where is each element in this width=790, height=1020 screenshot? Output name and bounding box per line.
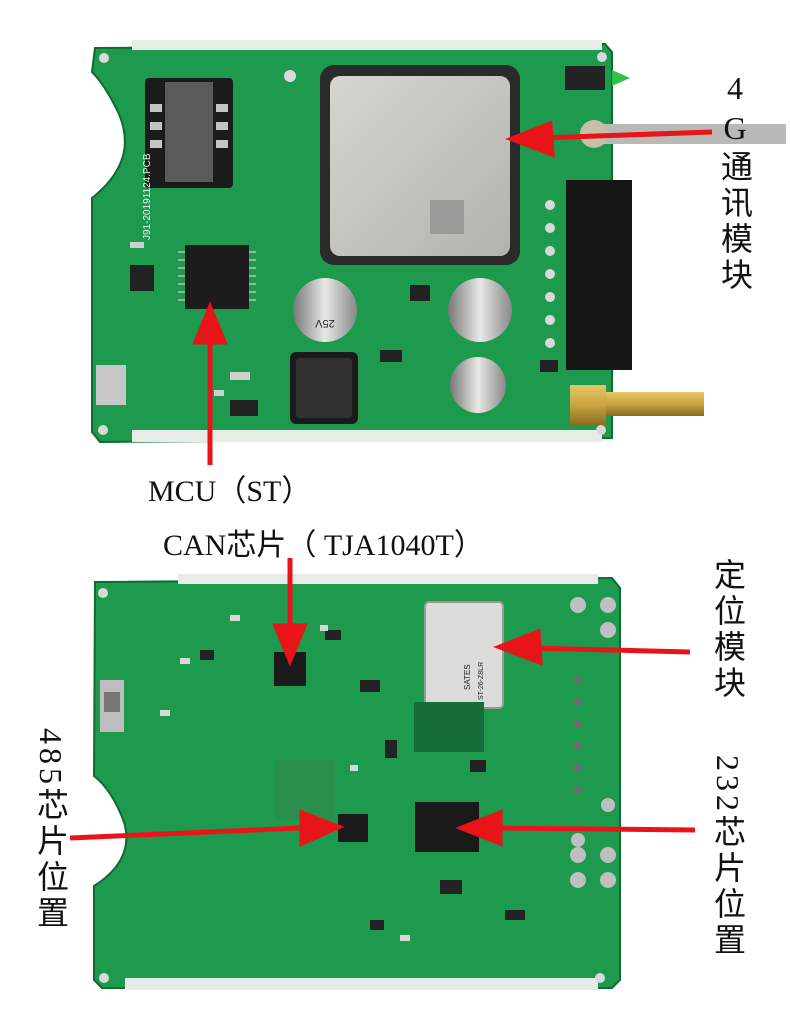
mcu-chip: [178, 245, 256, 309]
svg-text:25V: 25V: [315, 317, 335, 329]
arrow-gps: [493, 628, 691, 666]
switch-k1: [100, 680, 124, 732]
label-can-chip: CAN芯片（ TJA1040T）: [163, 529, 484, 562]
usb-port: [96, 365, 126, 405]
4g-module: [320, 65, 520, 265]
svg-text:J91-20191124.PCB: J91-20191124.PCB: [142, 153, 153, 240]
label-gps-module: 定位模块: [710, 558, 746, 702]
rs485-chip: [338, 814, 368, 842]
bottom-pcb: [92, 576, 621, 989]
sim-holder: [145, 78, 233, 188]
label-485-chip: 485芯片位置: [33, 728, 69, 932]
arrow-can: [272, 558, 308, 667]
top-board: 25V J91-20191124.PCB: [90, 40, 786, 465]
arrow-4g: [505, 120, 713, 158]
capacitor-1: 25V: [293, 278, 357, 342]
bottom-board: SATES ST-26-Z8LR: [69, 558, 696, 990]
arrow-mcu: [192, 301, 228, 465]
sma-connector: [570, 385, 704, 425]
capacitor-2: [448, 278, 512, 342]
svg-text:ST-26-Z8LR: ST-26-Z8LR: [478, 662, 485, 700]
terminal-block: [545, 180, 632, 370]
capacitor-3: [450, 357, 506, 413]
inductor: [290, 352, 358, 424]
label-232-chip: 232芯片位置: [710, 755, 746, 959]
label-4g-module: 4G通讯模块: [717, 70, 753, 294]
label-mcu: MCU（ST）: [148, 475, 312, 508]
arrow-232: [455, 809, 696, 847]
arrow-485: [69, 809, 345, 847]
gps-module: SATES ST-26-Z8LR: [424, 601, 504, 709]
svg-text:SATES: SATES: [463, 664, 472, 690]
